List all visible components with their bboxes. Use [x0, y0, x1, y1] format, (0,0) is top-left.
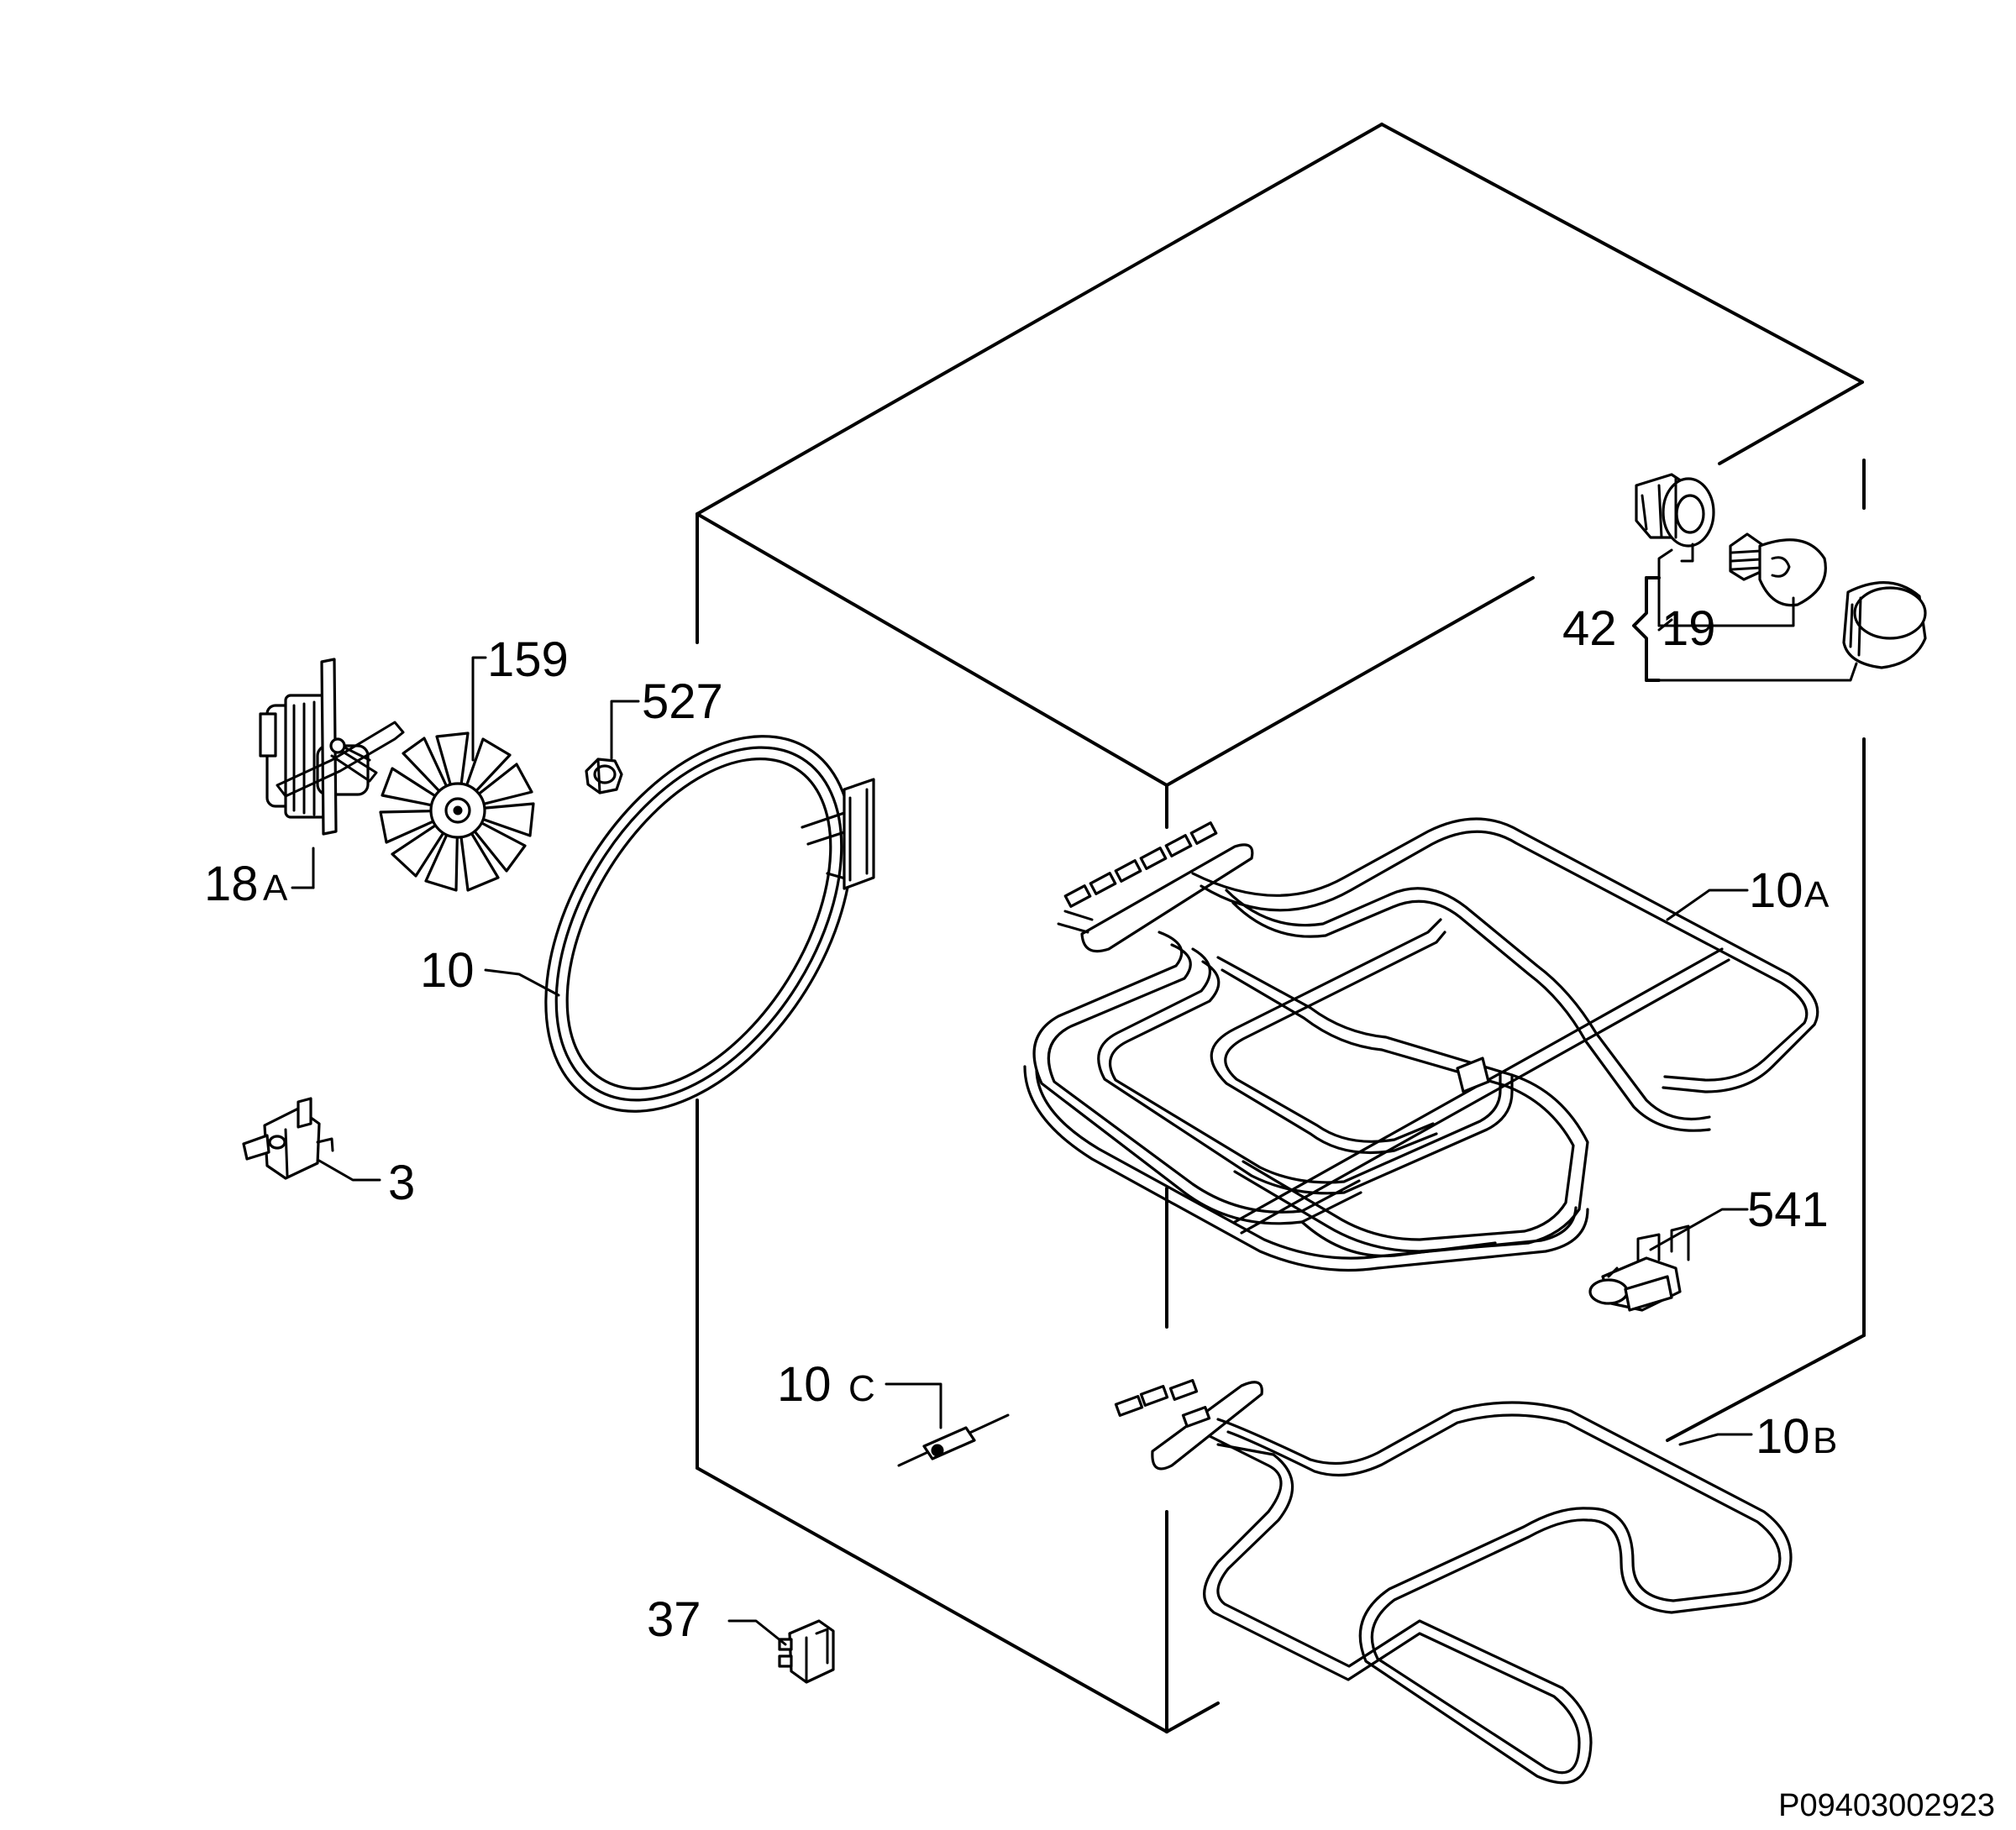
- label-10C-num: 10: [777, 1357, 832, 1412]
- label-10C-suffix: C: [848, 1368, 875, 1409]
- sensor-probe: [897, 1413, 1010, 1467]
- part-labels: 18 A 159 527 10 3 42 19 10 A 541 10 C 10…: [204, 601, 1837, 1647]
- lamp-cover: [1842, 581, 1927, 669]
- drawing-code: P09403002923: [1778, 1788, 1995, 1823]
- bottom-terminals: [1114, 1379, 1211, 1428]
- switch: [778, 1619, 835, 1684]
- sensor: [1588, 1224, 1690, 1312]
- label-10B-num: 10: [1756, 1409, 1810, 1464]
- lamp-group-bracket: [1632, 576, 1661, 682]
- label-18A-num: 18: [204, 857, 259, 911]
- label-42: 42: [1562, 601, 1617, 656]
- terminal-pins: [1057, 821, 1218, 934]
- nut: [585, 758, 623, 794]
- label-10A-suffix: A: [1804, 874, 1830, 915]
- leader-lines: [291, 548, 1858, 1646]
- top-grill-element: [1023, 817, 1819, 1272]
- label-10A-num: 10: [1749, 863, 1803, 918]
- lamp-holder: [1635, 473, 1715, 563]
- circular-heating-element: [544, 735, 875, 1113]
- bottom-heating-element: [1114, 1379, 1793, 1785]
- fan-motor: [259, 658, 405, 836]
- label-527: 527: [642, 674, 723, 729]
- fan-blade: [379, 731, 535, 892]
- label-19: 19: [1662, 601, 1716, 656]
- lamp-bulb: [1729, 532, 1827, 607]
- label-10: 10: [420, 943, 475, 998]
- label-159: 159: [487, 632, 569, 687]
- label-37: 37: [647, 1592, 701, 1647]
- thermostat: [242, 1097, 334, 1180]
- label-10B-suffix: B: [1813, 1420, 1837, 1461]
- label-3: 3: [388, 1156, 415, 1210]
- oven-cavity-outline: [696, 123, 1866, 1733]
- label-541: 541: [1747, 1182, 1829, 1237]
- label-18A-suffix: A: [263, 868, 288, 909]
